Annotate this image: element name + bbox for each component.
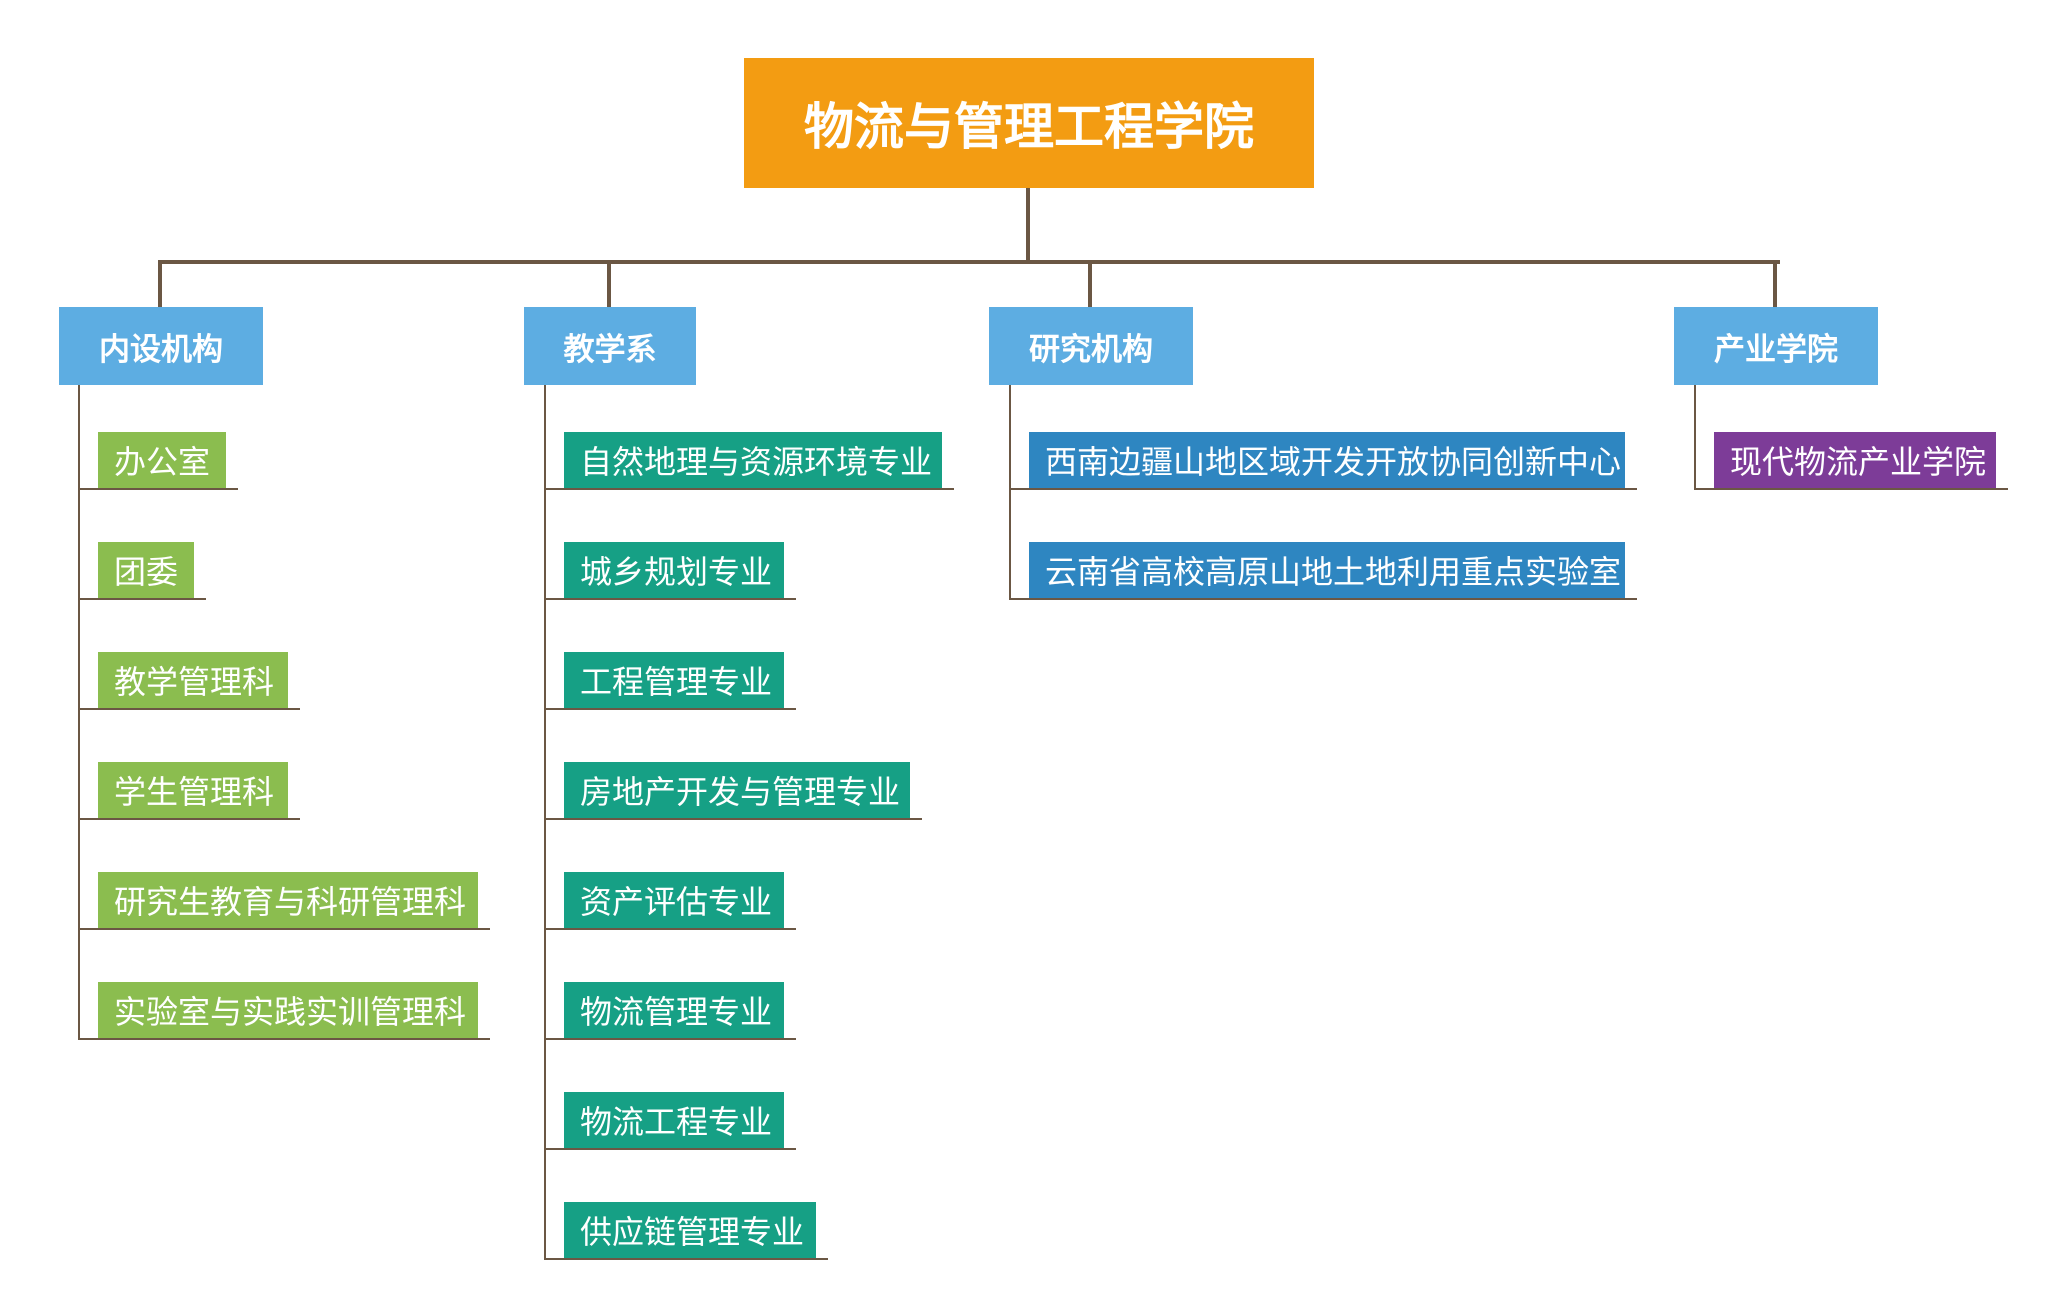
leaf-branch-line-internal-3 [78,818,300,820]
child-tree-line-industry [1694,385,1696,490]
leaf-node-teaching-0: 自然地理与资源环境专业 [564,432,942,488]
leaf-node-internal-4: 研究生教育与科研管理科 [98,872,478,928]
leaf-branch-line-industry-0 [1694,488,2008,490]
leaf-node-internal-3: 学生管理科 [98,762,288,818]
leaf-branch-line-teaching-3 [544,818,922,820]
leaf-branch-line-teaching-1 [544,598,796,600]
leaf-node-teaching-5: 物流管理专业 [564,982,784,1038]
leaf-branch-line-teaching-6 [544,1148,796,1150]
leaf-node-internal-0: 办公室 [98,432,226,488]
leaf-branch-line-research-0 [1009,488,1637,490]
child-tree-line-research [1009,385,1011,600]
leaf-branch-line-teaching-5 [544,1038,796,1040]
leaf-branch-line-internal-5 [78,1038,490,1040]
leaf-branch-line-internal-0 [78,488,238,490]
leaf-branch-line-teaching-0 [544,488,954,490]
category-drop-line-internal [158,260,162,307]
root-node: 物流与管理工程学院 [744,58,1314,188]
category-node-teaching: 教学系 [524,307,696,385]
leaf-node-teaching-2: 工程管理专业 [564,652,784,708]
category-drop-line-teaching [607,260,611,307]
leaf-node-research-0: 西南边疆山地区域开发开放协同创新中心 [1029,432,1625,488]
leaf-node-teaching-7: 供应链管理专业 [564,1202,816,1258]
category-drop-line-research [1088,260,1092,307]
child-tree-line-internal [78,385,80,1040]
category-drop-line-industry [1773,260,1777,307]
leaf-branch-line-teaching-7 [544,1258,828,1260]
leaf-branch-line-internal-1 [78,598,206,600]
leaf-branch-line-research-1 [1009,598,1637,600]
leaf-node-industry-0: 现代物流产业学院 [1714,432,1996,488]
leaf-node-teaching-6: 物流工程专业 [564,1092,784,1148]
leaf-node-teaching-3: 房地产开发与管理专业 [564,762,910,818]
category-bus-line [158,260,1780,264]
leaf-node-research-1: 云南省高校高原山地土地利用重点实验室 [1029,542,1625,598]
leaf-branch-line-teaching-2 [544,708,796,710]
leaf-branch-line-internal-4 [78,928,490,930]
category-node-research: 研究机构 [989,307,1193,385]
category-node-industry: 产业学院 [1674,307,1878,385]
leaf-branch-line-teaching-4 [544,928,796,930]
root-stem-line [1026,188,1030,262]
leaf-node-internal-1: 团委 [98,542,194,598]
leaf-node-internal-5: 实验室与实践实训管理科 [98,982,478,1038]
leaf-node-teaching-1: 城乡规划专业 [564,542,784,598]
leaf-node-internal-2: 教学管理科 [98,652,288,708]
child-tree-line-teaching [544,385,546,1260]
category-node-internal: 内设机构 [59,307,263,385]
leaf-node-teaching-4: 资产评估专业 [564,872,784,928]
leaf-branch-line-internal-2 [78,708,300,710]
